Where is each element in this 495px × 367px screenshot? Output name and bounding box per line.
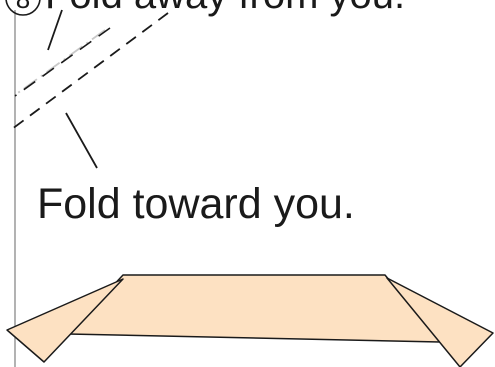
valley-fold-line [8, 13, 168, 132]
mountain-fold-line [15, 30, 105, 95]
paper-body [68, 275, 440, 342]
folded-paper [7, 275, 493, 367]
fold-toward-leader-line [66, 113, 97, 168]
fold-toward-instruction: Fold toward you. [37, 180, 355, 228]
step-number-badge: 8 [6, 0, 40, 15]
step-number: 8 [16, 0, 30, 14]
fold-away-instruction: Fold away from you. [45, 0, 405, 17]
mountain-fold-line-dark [15, 28, 110, 96]
